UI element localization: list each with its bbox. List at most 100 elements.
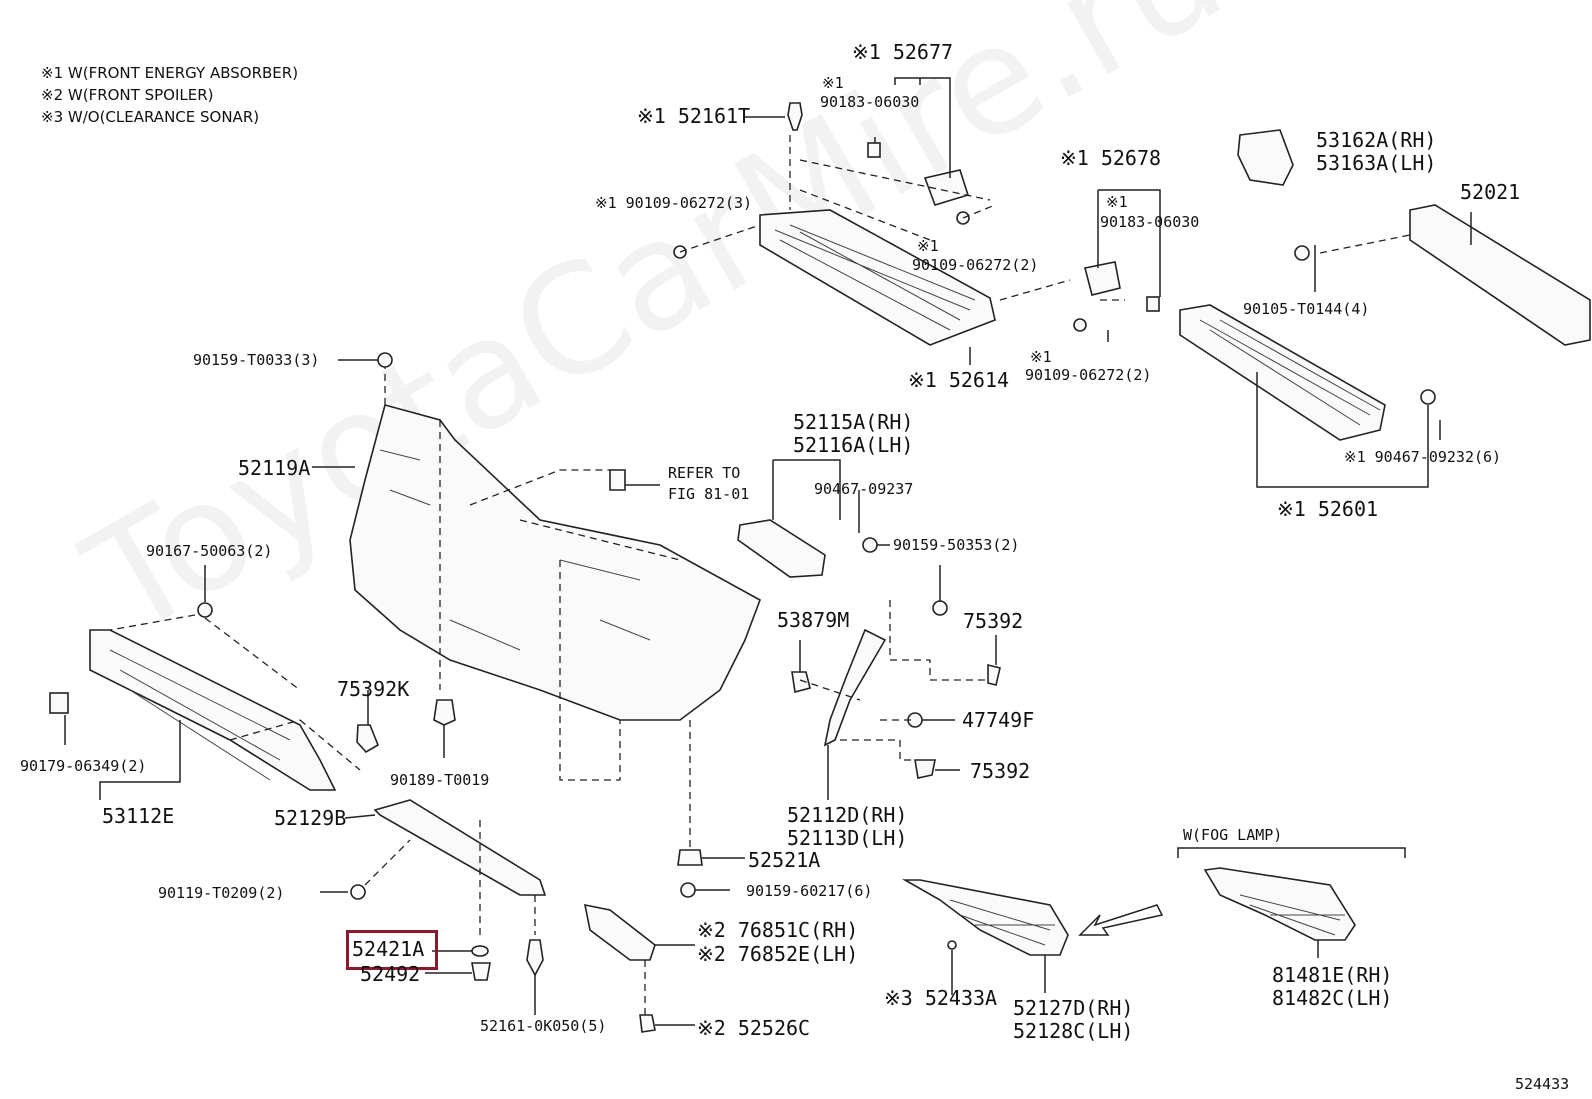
label-refer-2: FIG 81-01: [668, 485, 750, 503]
bolt-90159-c: [680, 882, 696, 898]
clip-52161-b: [526, 939, 544, 977]
lower-grille-53112E: [89, 629, 337, 791]
clip-75392-a: [987, 663, 1001, 686]
seal-52112D: [823, 628, 887, 747]
upper-grille-52614: [759, 209, 996, 346]
label-90159-b: 90159-50353(2): [893, 536, 1020, 554]
cover-52127D: [901, 879, 1069, 956]
label-90183-a-1: ※1: [822, 74, 844, 92]
clip-90179: [49, 692, 69, 714]
note-1: ※1 W(FRONT ENERGY ABSORBER): [41, 64, 299, 82]
label-47749F: 47749F: [962, 708, 1035, 732]
label-52161T: ※1 52161T: [637, 104, 751, 128]
highlight-box-52421A: [346, 930, 438, 970]
label-90183-a-2: 90183-06030: [820, 93, 920, 111]
bracket-52115A: [737, 519, 826, 578]
clip-90467-b: [862, 537, 878, 553]
bolt-90167: [197, 602, 213, 618]
label-52161-b: 52161-0K050(5): [480, 1017, 607, 1035]
label-52119A: 52119A: [238, 456, 311, 480]
label-90159-a: 90159-T0033(3): [193, 351, 320, 369]
clip-53879M: [791, 671, 811, 694]
label-52113D: 52113D(LH): [787, 826, 908, 850]
label-53112E: 53112E: [102, 804, 175, 828]
bolt-90159-a: [377, 352, 393, 368]
cover-81481E: [1203, 867, 1356, 941]
label-90109-b-2: 90109-06272(2): [912, 256, 1039, 274]
clip-52161T: [787, 102, 803, 131]
label-52526C: ※2 52526C: [697, 1016, 811, 1040]
label-52421A: 52421A: [352, 937, 425, 961]
sensor-52433A: [947, 940, 957, 950]
label-90183-b-1: ※1: [1106, 193, 1128, 211]
label-52521A: 52521A: [748, 848, 821, 872]
label-53879M: 53879M: [777, 608, 850, 632]
label-90109-a: ※1 90109-06272(3): [595, 194, 753, 212]
clip-90183-a: [867, 142, 881, 158]
label-53163A: 53163A(LH): [1316, 151, 1437, 175]
label-52433A: ※3 52433A: [884, 986, 998, 1010]
label-52127D: 52127D(RH): [1013, 996, 1134, 1020]
label-52021: 52021: [1460, 180, 1521, 204]
label-81482C: 81482C(LH): [1272, 986, 1393, 1010]
label-53162A: 53162A(RH): [1316, 128, 1437, 152]
label-52129B: 52129B: [274, 806, 347, 830]
label-81481E: 81481E(RH): [1272, 963, 1393, 987]
clip-52526C: [639, 1014, 656, 1033]
nut-90467-a: [1420, 389, 1436, 405]
label-75392-b: 75392: [970, 759, 1031, 783]
label-90467-b: 90467-09237: [814, 480, 914, 498]
label-90189: 90189-T0019: [390, 771, 490, 789]
clip-90183-b: [1146, 296, 1160, 312]
label-52677: ※1 52677: [852, 40, 954, 64]
label-90167: 90167-50063(2): [146, 542, 273, 560]
note-2: ※2 W(FRONT SPOILER): [41, 86, 214, 104]
label-90179: 90179-06349(2): [20, 757, 147, 775]
label-52116A: 52116A(LH): [793, 433, 914, 457]
label-76852E: ※2 76852E(LH): [697, 942, 859, 966]
washer-52421A: [471, 945, 489, 957]
bolt-90105: [1294, 245, 1310, 261]
figure-number: 524433: [1515, 1075, 1570, 1093]
label-90467-a: ※1 90467-09232(6): [1344, 448, 1502, 466]
bolt-90119: [350, 884, 366, 900]
bolt-90109-c: [1073, 318, 1087, 332]
label-52614: ※1 52614: [908, 368, 1010, 392]
nut-52521A: [677, 849, 703, 866]
label-52601: ※1 52601: [1277, 497, 1379, 521]
label-52112D: 52112D(RH): [787, 803, 908, 827]
label-76851C: ※2 76851C(RH): [697, 918, 859, 942]
label-90109-c-1: ※1: [1030, 348, 1052, 366]
label-52678: ※1 52678: [1060, 146, 1162, 170]
clip-75392-b: [914, 759, 936, 779]
cover-76851C: [583, 903, 656, 961]
label-52128C: 52128C(LH): [1013, 1019, 1134, 1043]
bracket-53162A: [1237, 129, 1294, 186]
absorber-52601: [1179, 304, 1386, 441]
label-refer-1: REFER TO: [668, 464, 741, 482]
clip-refer: [609, 469, 626, 491]
label-90183-b-2: 90183-06030: [1100, 213, 1200, 231]
label-90105: 90105-T0144(4): [1243, 300, 1370, 318]
label-52115A: 52115A(RH): [793, 410, 914, 434]
arrow: [1078, 904, 1164, 936]
label-90109-b-1: ※1: [917, 237, 939, 255]
clip-90189: [433, 699, 456, 726]
bumper-cover-52119A: [349, 404, 761, 721]
label-75392K: 75392K: [337, 677, 410, 701]
label-90119: 90119-T0209(2): [158, 884, 285, 902]
bracket-52678: [1084, 261, 1121, 296]
cover-52129B: [373, 799, 547, 896]
label-52492: 52492: [360, 962, 421, 986]
note-3: ※3 W/O(CLEARANCE SONAR): [41, 108, 260, 126]
reinforcement-52021: [1409, 204, 1591, 346]
label-90109-c-2: 90109-06272(2): [1025, 366, 1152, 384]
label-90159-c: 90159-60217(6): [746, 882, 873, 900]
label-fog-lamp: W(FOG LAMP): [1183, 826, 1283, 844]
clip-52492: [471, 962, 491, 981]
label-75392-a: 75392: [963, 609, 1024, 633]
clip-75392K: [356, 724, 379, 754]
clip-90159-b: [932, 600, 948, 616]
